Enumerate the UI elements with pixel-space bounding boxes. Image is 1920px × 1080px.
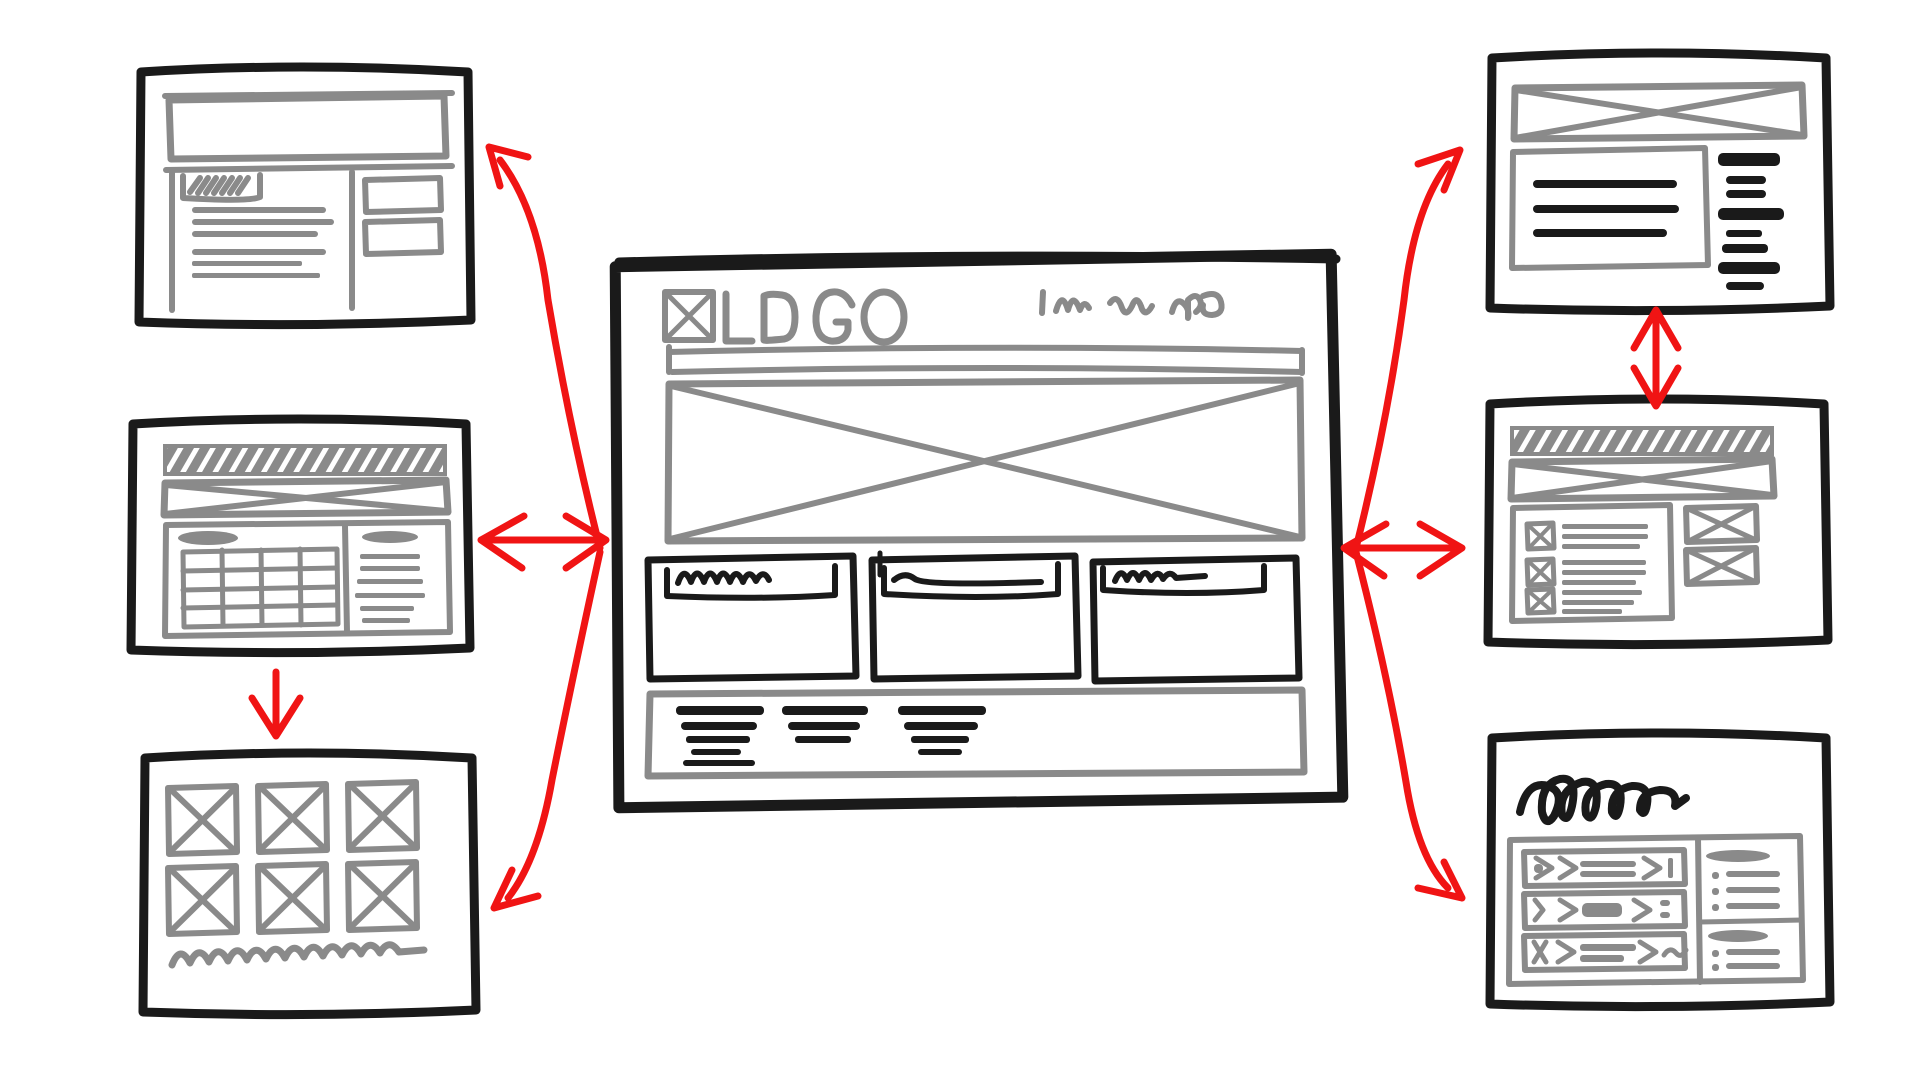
page-card-feature-label: Feature page wireframe (1482, 34, 1483, 35)
article-sidebar-boxes[interactable] (362, 175, 444, 257)
page-card-process-label: Process / flow page wireframe (1482, 714, 1483, 715)
data-table-sidebar-lines (355, 554, 425, 623)
feature-sidebar-lines (1718, 153, 1784, 290)
page-card-homepage-label: Homepage wireframe (606, 244, 607, 245)
listing-hero-image[interactable] (1507, 455, 1778, 503)
center-page-wireframe[interactable] (609, 248, 1349, 814)
process-cursive-heading (1516, 774, 1690, 826)
center-card-2[interactable] (868, 550, 1082, 683)
article-body-text (192, 207, 334, 278)
center-search-bar[interactable] (666, 344, 1305, 376)
arrow-center-to-bottom-right[interactable] (1352, 548, 1466, 902)
center-footer-col-2 (782, 706, 868, 743)
page-card-process[interactable]: Process / flow page wireframe (1482, 714, 1840, 1018)
listing-page-wireframe[interactable] (1483, 394, 1833, 650)
center-footer-col-1 (676, 706, 764, 766)
page-card-feature[interactable]: Feature page wireframe (1482, 34, 1840, 320)
process-page-wireframe[interactable] (1485, 728, 1835, 1012)
data-table-hatched-header (163, 444, 447, 476)
page-card-article-label: Article page wireframe (131, 48, 132, 49)
center-card-1[interactable] (644, 552, 920, 683)
center-card-3[interactable] (1089, 554, 1303, 685)
arrow-center-to-bottom-left[interactable] (490, 548, 604, 912)
data-table-grid[interactable] (180, 546, 341, 630)
page-card-homepage[interactable]: Homepage wireframe LOGO (606, 244, 1354, 820)
page-card-gallery[interactable]: Image gallery page wireframe (135, 734, 493, 1026)
process-bullet-panel-bottom[interactable] (1697, 917, 1805, 971)
page-card-data-table-label: Data table page wireframe (123, 400, 124, 401)
article-page-wireframe[interactable] (134, 62, 476, 330)
listing-item[interactable] (1524, 586, 1642, 616)
gallery-page-wireframe[interactable] (138, 748, 481, 1020)
page-card-gallery-label: Image gallery page wireframe (135, 734, 136, 735)
arrow-feature-listing-two-way[interactable] (1630, 306, 1682, 410)
center-footer[interactable] (644, 686, 1308, 780)
feature-content-box[interactable] (1509, 145, 1711, 271)
process-chevron-row[interactable] (1521, 889, 1688, 931)
data-table-title-blob (178, 531, 238, 545)
center-nav-scribble[interactable] (1039, 289, 1225, 321)
listing-item[interactable] (1524, 556, 1646, 588)
feature-page-wireframe[interactable] (1485, 48, 1835, 316)
data-table-hero[interactable] (160, 476, 452, 519)
process-bullet-panel-top[interactable] (1706, 850, 1780, 911)
center-hero-image[interactable] (664, 376, 1306, 545)
process-chevron-rows[interactable] (1521, 847, 1689, 973)
arrow-table-down-to-gallery[interactable] (248, 668, 304, 740)
gallery-scribble-caption (168, 941, 428, 969)
arrow-center-to-middle-left[interactable] (477, 512, 610, 572)
process-chevron-row[interactable] (1521, 931, 1689, 973)
listing-item[interactable] (1524, 520, 1648, 552)
arrow-center-to-top-right[interactable] (1352, 146, 1464, 552)
listing-items-panel[interactable] (1509, 502, 1675, 624)
listing-sidebar-images[interactable] (1683, 503, 1760, 587)
article-scribble-title (180, 172, 263, 203)
center-footer-col-3 (898, 706, 986, 755)
page-card-article[interactable]: Article page wireframe (131, 48, 481, 333)
listing-hatched-header (1510, 426, 1774, 456)
process-chevron-row[interactable] (1521, 847, 1688, 889)
feature-hero-image[interactable] (1510, 81, 1808, 143)
arrow-center-to-top-left[interactable] (485, 143, 604, 552)
center-logo-text (722, 288, 908, 346)
homepage-logo-label: LOGO (606, 244, 607, 245)
gallery-thumbnail-grid[interactable] (165, 779, 420, 937)
page-card-listing-label: Listing page wireframe (1480, 380, 1481, 381)
center-logo-icon (662, 289, 716, 343)
data-table-sidebar-blob (362, 531, 418, 543)
page-card-listing[interactable]: Listing page wireframe (1480, 380, 1838, 654)
arrow-center-to-middle-right[interactable] (1340, 520, 1466, 580)
data-table-page-wireframe[interactable] (126, 414, 475, 658)
page-card-data-table[interactable]: Data table page wireframe (123, 400, 481, 662)
